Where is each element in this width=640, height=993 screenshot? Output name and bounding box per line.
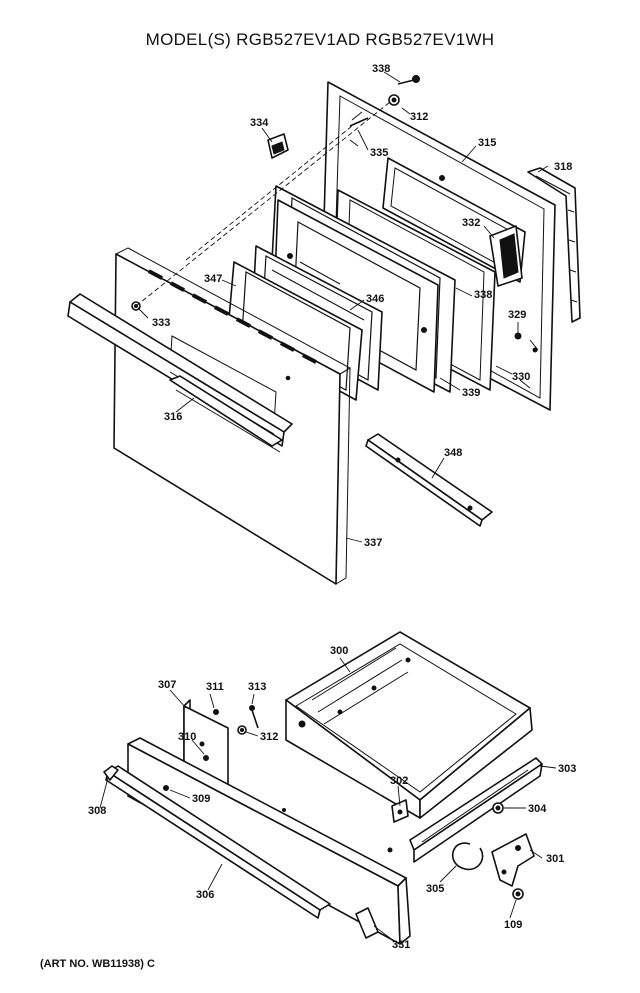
washer-312-top [388,94,400,106]
alignment-line-1 [135,101,391,307]
label-316: 316 [164,411,182,423]
clip-309 [163,785,169,791]
end-bracket-331 [355,907,379,939]
label-346: 346 [366,293,384,305]
label-318: 318 [554,161,572,173]
nut-304 [492,802,504,814]
label-307: 307 [158,679,176,691]
label-330: 330 [512,371,530,383]
label-313: 313 [248,681,266,693]
bracket-332 [489,225,523,287]
label-306: 306 [196,889,214,901]
label-329: 329 [508,309,526,321]
drawer-tray-300 [285,631,533,819]
label-339: 339 [462,387,480,399]
end-cap-308 [103,765,119,781]
door-handle-316 [67,293,293,453]
screw-311 [213,709,219,715]
window-frame-347 [227,261,363,401]
label-305: 305 [426,883,444,895]
label-331: 331 [392,939,410,951]
art-number: (ART NO. WB11938) C [40,958,155,970]
leader-lines [99,71,557,939]
label-333: 333 [152,317,170,329]
label-332: 332 [462,217,480,229]
label-109: 109 [504,919,522,931]
label-308: 308 [88,805,106,817]
screw-310 [203,755,209,761]
label-310: 310 [178,731,196,743]
drawer-front-panel [127,737,411,945]
label-312-top: 312 [410,111,428,123]
label-300: 300 [330,645,348,657]
door-vent-slots [147,269,318,364]
label-301: 301 [546,853,564,865]
alignment-line-2 [185,125,353,261]
label-315: 315 [478,137,496,149]
label-311: 311 [206,681,224,693]
diagram-title: MODEL(S) RGB527EV1AD RGB527EV1WH [145,30,495,49]
spring-clip-305 [451,842,484,871]
washer-312-lower [237,725,247,735]
bracket-302 [391,799,409,823]
label-338-mid: 338 [474,289,492,301]
door-channel-348 [365,433,493,527]
label-335: 335 [370,147,388,159]
label-347: 347 [204,273,222,285]
label-334: 334 [250,117,269,129]
label-309: 309 [192,793,210,805]
drawer-rail-303 [409,757,543,863]
label-304: 304 [528,803,547,815]
label-337: 337 [364,537,382,549]
screw-109 [512,888,524,900]
screw-338-top [397,75,420,85]
label-348: 348 [444,447,462,459]
clip-334 [267,133,289,159]
label-338-top: 338 [372,63,390,75]
label-302: 302 [390,775,408,787]
screw-313 [249,705,259,729]
rod-335 [349,117,369,127]
bracket-301 [491,833,535,887]
part-number-labels: 338 312 334 335 315 318 332 347 346 338 … [88,63,576,951]
label-312-lower: 312 [260,731,278,743]
label-303: 303 [558,763,576,775]
outer-door-panel-337 [113,247,352,585]
door-hinge-strip-318 [527,167,581,323]
